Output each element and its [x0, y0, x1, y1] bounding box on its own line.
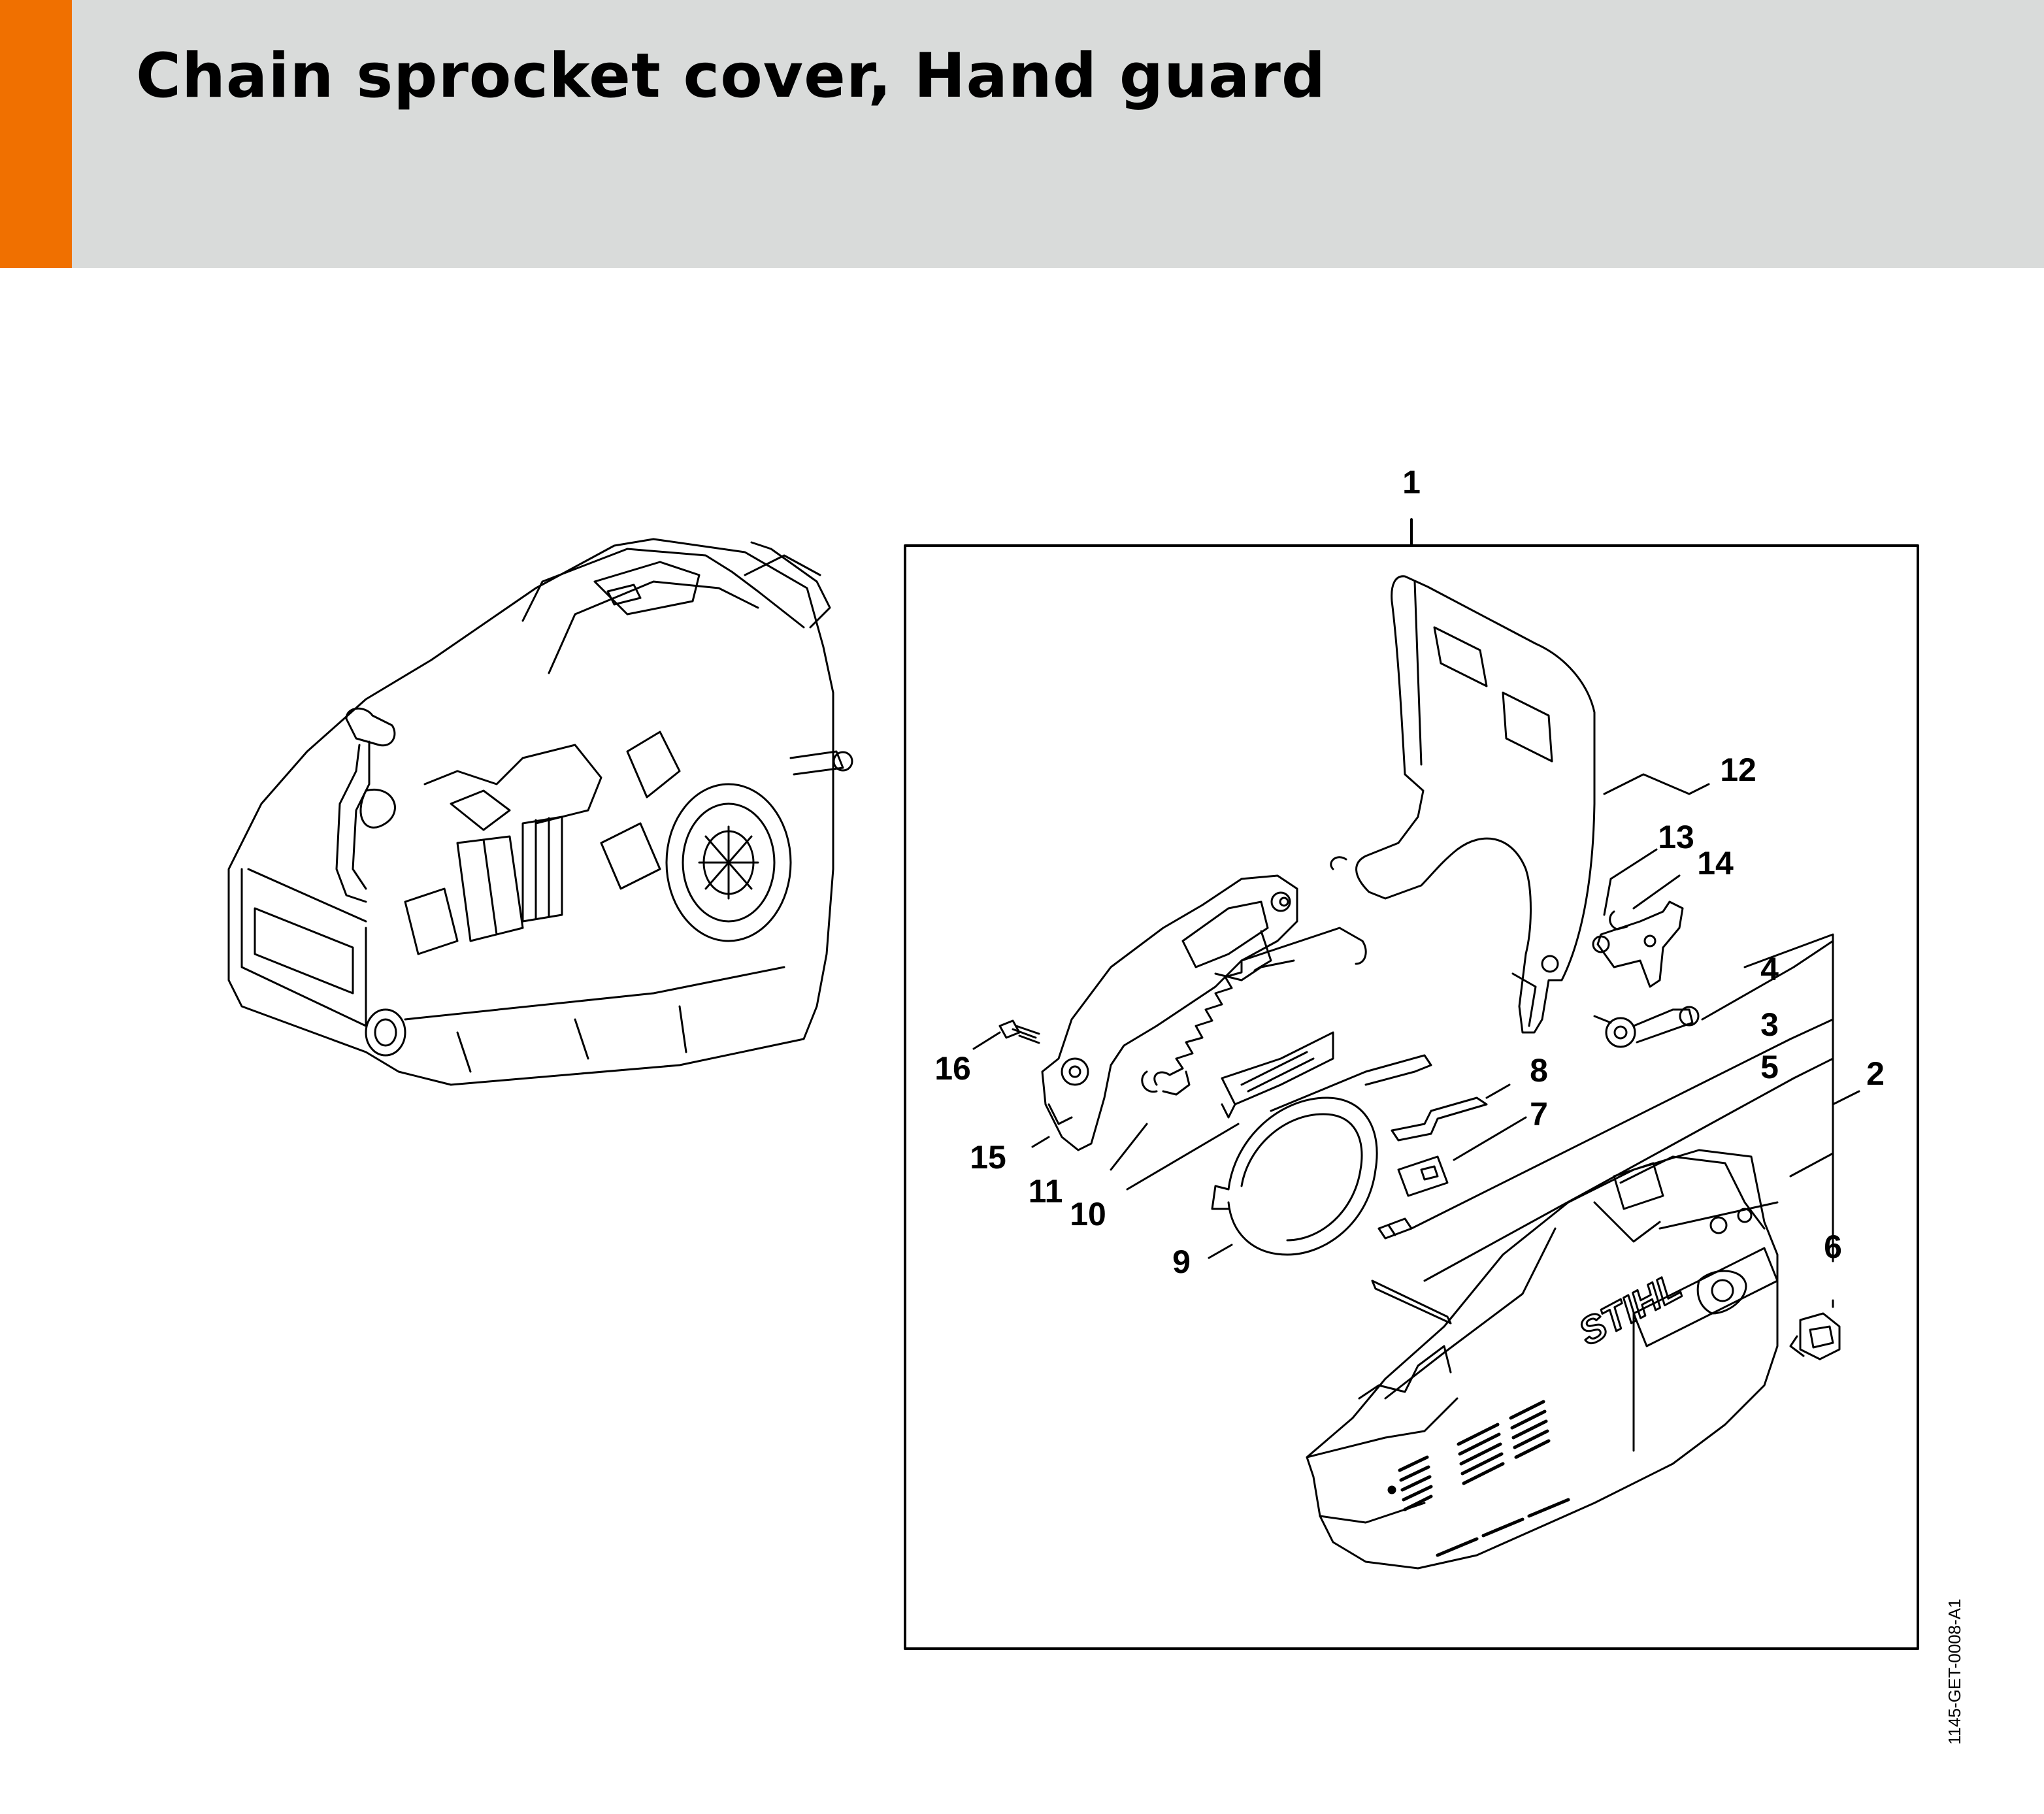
callout-2: 2: [1866, 1055, 1885, 1092]
slider-7: [1397, 1155, 1449, 1197]
bracket-10: [1221, 1031, 1334, 1119]
page-title: Chain sprocket cover, Hand guard: [136, 41, 1327, 112]
lever-13-14: [1592, 900, 1684, 988]
callout-14: 14: [1697, 845, 1734, 882]
accent-strip: [0, 0, 72, 268]
leader-lines: [972, 773, 1860, 1308]
callout-7: 7: [1530, 1096, 1548, 1132]
brake-band: [1211, 1054, 1432, 1256]
parts-frame: [904, 544, 1919, 1650]
callouts: 1 2 3 4 5 6 7 8 9 10 11 12 13 14 15 16: [934, 464, 1885, 1280]
pin-3: [1377, 1217, 1413, 1240]
header-bar: Chain sprocket cover, Hand guard: [0, 0, 2044, 268]
brake-spring: [1141, 927, 1367, 1096]
callout-11: 11: [1029, 1173, 1063, 1210]
callout-6: 6: [1824, 1229, 1842, 1265]
callout-1: 1: [1402, 464, 1421, 501]
pin-5: [1371, 1279, 1452, 1325]
callout-10: 10: [1070, 1196, 1106, 1232]
screw-16: [998, 1019, 1040, 1044]
callout-5: 5: [1760, 1049, 1779, 1085]
callout-3: 3: [1760, 1006, 1779, 1043]
doc-reference: 1145-GET-0008-A1: [1945, 1598, 1964, 1745]
callout-13: 13: [1658, 819, 1694, 855]
sprocket-cover: [1306, 1149, 1779, 1570]
stihl-logo: STIHL: [1572, 1264, 1689, 1353]
pivot-4: [1593, 1006, 1700, 1048]
callout-9: 9: [1172, 1244, 1191, 1280]
callout-15: 15: [970, 1139, 1006, 1176]
leaf-spring-8: [1391, 1097, 1488, 1142]
callout-16: 16: [934, 1050, 971, 1087]
callout-8: 8: [1530, 1052, 1548, 1089]
nut-6: [1789, 1312, 1841, 1360]
engine-overview: [227, 538, 853, 1086]
callout-4: 4: [1760, 951, 1779, 987]
brake-housing: [1041, 874, 1298, 1151]
hand-guard: [1330, 575, 1596, 1034]
callout-12: 12: [1720, 751, 1756, 788]
